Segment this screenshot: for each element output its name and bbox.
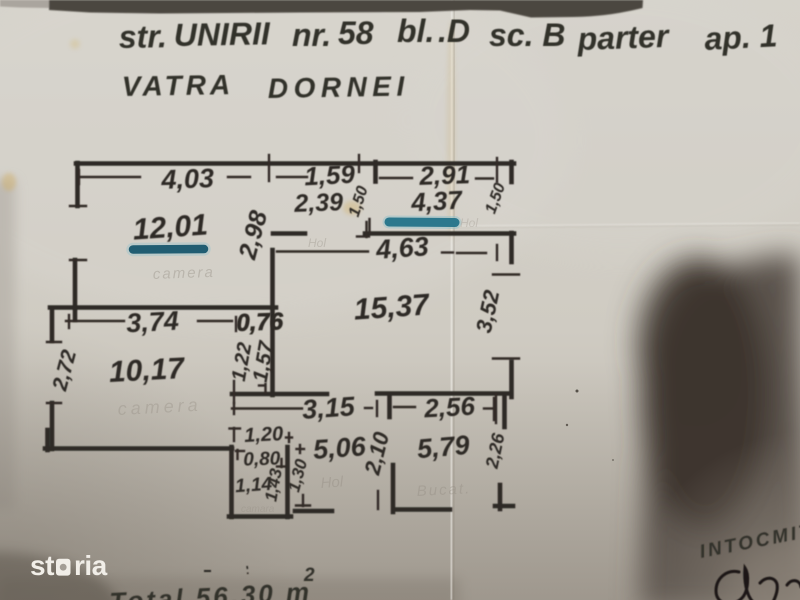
svg-text:3,15: 3,15	[301, 391, 356, 425]
svg-text:camara: camara	[241, 504, 275, 515]
svg-text:UNIRII: UNIRII	[173, 15, 271, 53]
svg-text:ria: ria	[74, 550, 108, 581]
svg-text:2,39: 2,39	[293, 188, 344, 218]
svg-text:Hol: Hol	[320, 473, 344, 492]
svg-text:nr.: nr.	[292, 17, 331, 53]
svg-text:5,79: 5,79	[416, 430, 471, 464]
svg-text:4,37: 4,37	[409, 185, 464, 218]
svg-text:Bucat.: Bucat.	[416, 480, 471, 500]
svg-text:10,17: 10,17	[108, 352, 186, 389]
svg-text:camera: camera	[117, 395, 202, 419]
svg-text:5,06: 5,06	[312, 431, 367, 465]
svg-text:12,01: 12,01	[132, 208, 209, 246]
svg-text:sc. B: sc. B	[489, 17, 565, 53]
svg-text:1,14: 1,14	[234, 474, 273, 498]
svg-text:ap. 1: ap. 1	[703, 17, 778, 57]
svg-text:2: 2	[303, 565, 315, 586]
svg-text:parter: parter	[576, 18, 670, 57]
svg-text:0,80: 0,80	[243, 448, 281, 470]
svg-text:3,74: 3,74	[125, 306, 179, 339]
svg-text:15,37: 15,37	[353, 288, 432, 326]
svg-text:DORNEI: DORNEI	[268, 71, 410, 104]
svg-text:Hol: Hol	[460, 216, 478, 230]
svg-text:VATRA: VATRA	[122, 69, 235, 102]
svg-text:1,59: 1,59	[303, 159, 356, 192]
svg-text:2,56: 2,56	[422, 391, 476, 424]
svg-text:.D: .D	[438, 13, 470, 49]
svg-text:bl.: bl.	[397, 13, 434, 49]
svg-text:58: 58	[338, 15, 374, 51]
svg-text:str.: str.	[118, 18, 167, 55]
svg-text:Hol: Hol	[308, 236, 326, 250]
svg-text:4,03: 4,03	[160, 163, 215, 195]
svg-text:st: st	[30, 550, 54, 581]
svg-text:0,76: 0,76	[236, 308, 284, 337]
svg-text:2,91: 2,91	[418, 159, 471, 191]
svg-text:4,63: 4,63	[374, 231, 430, 265]
svg-text:camera: camera	[153, 264, 216, 283]
svg-text:1,20: 1,20	[244, 423, 284, 447]
